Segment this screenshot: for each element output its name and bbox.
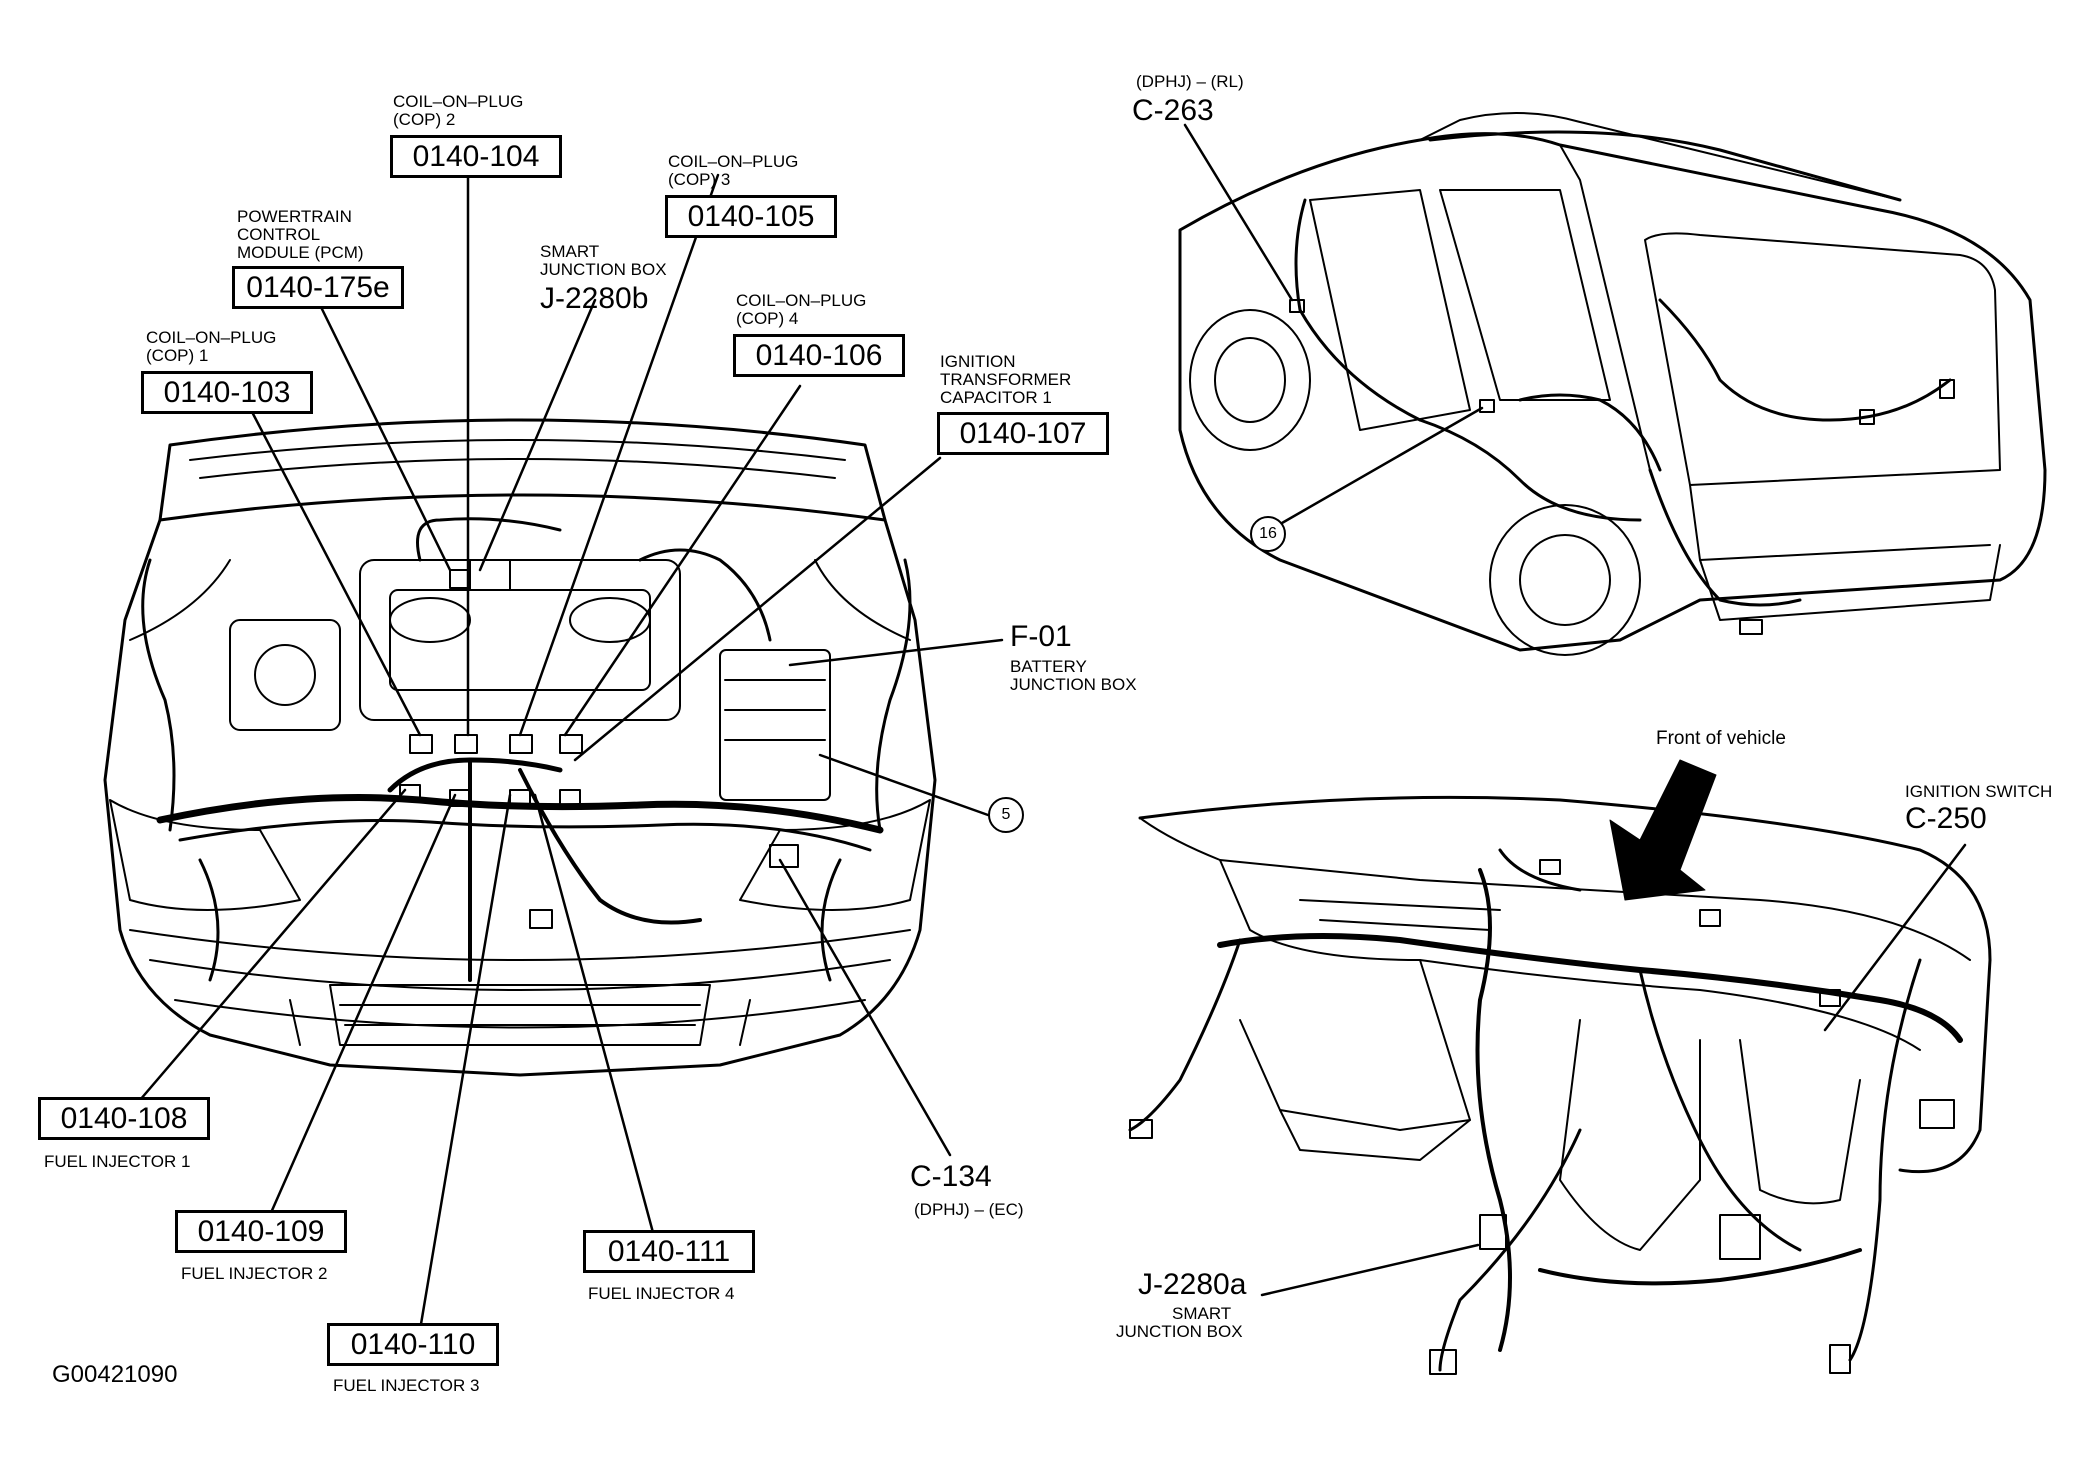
figure-id: G00421090 [52, 1361, 178, 1388]
cop4-title-line2: (COP) 4 [736, 309, 799, 328]
sjb-a-title-line1: SMART [1172, 1304, 1232, 1323]
leader-lines-rear [1183, 123, 1484, 525]
sjb-b-title-line1: SMART [540, 242, 600, 261]
fi1-code-box: 0140-108 [38, 1097, 210, 1140]
engine-bay-drawing [103, 418, 937, 1077]
cop4-code-box: 0140-106 [733, 334, 905, 377]
cop1-code-box: 0140-103 [141, 371, 313, 414]
c263-code: C-263 [1132, 94, 1214, 127]
cop4-title-line1: COIL–ON–PLUG [736, 291, 867, 310]
fi2-title: FUEL INJECTOR 2 [181, 1264, 328, 1283]
pcm-code-box: 0140-175e [232, 266, 404, 309]
fi3-code-box: 0140-110 [327, 1323, 499, 1366]
cop2-title-line2: (COP) 2 [393, 110, 456, 129]
itc-title-line3: CAPACITOR 1 [940, 388, 1052, 407]
sjb-a-title-line2: JUNCTION BOX [1116, 1322, 1243, 1341]
bjb-code: F-01 [1010, 620, 1072, 653]
callout-16: 16 [1250, 516, 1286, 552]
fi3-title: FUEL INJECTOR 3 [333, 1376, 480, 1395]
cop3-title-line2: (COP) 3 [668, 170, 731, 189]
sjb-b-code: J-2280b [540, 282, 649, 315]
pcm-title-line2: CONTROL [237, 225, 321, 244]
cop2-code-box: 0140-104 [390, 135, 562, 178]
itc-code-box: 0140-107 [937, 412, 1109, 455]
cop1-title-line2: (COP) 1 [146, 346, 209, 365]
fi1-title: FUEL INJECTOR 1 [44, 1152, 191, 1171]
fi4-code-box: 0140-111 [583, 1230, 755, 1273]
ign-title: IGNITION SWITCH [1905, 782, 2053, 801]
leader-lines-panel [1260, 843, 1967, 1297]
ign-code: C-250 [1905, 802, 1987, 835]
itc-title-line1: IGNITION [940, 352, 1016, 371]
rear-vehicle-drawing [1178, 112, 2047, 656]
itc-title-line2: TRANSFORMER [940, 370, 1072, 389]
c263-sub: (DPHJ) – (RL) [1136, 72, 1244, 91]
front-of-vehicle-label: Front of vehicle [1656, 728, 1786, 749]
pcm-title-line1: POWERTRAIN [237, 207, 352, 226]
cop1-title-line1: COIL–ON–PLUG [146, 328, 277, 347]
callout-5: 5 [988, 797, 1024, 833]
bjb-title-line2: JUNCTION BOX [1010, 675, 1137, 694]
c134-code: C-134 [910, 1160, 992, 1193]
sjb-a-code: J-2280a [1138, 1268, 1247, 1301]
pcm-title-line3: MODULE (PCM) [237, 243, 364, 262]
sjb-b-title-line2: JUNCTION BOX [540, 260, 667, 279]
cop2-title-line1: COIL–ON–PLUG [393, 92, 524, 111]
cop3-title-line1: COIL–ON–PLUG [668, 152, 799, 171]
cop3-code-box: 0140-105 [665, 195, 837, 238]
c134-sub: (DPHJ) – (EC) [914, 1200, 1024, 1219]
bjb-title-line1: BATTERY [1010, 657, 1087, 676]
leader-lines-engine [138, 173, 1004, 1332]
instrument-panel-drawing [1128, 759, 1992, 1375]
fi4-title: FUEL INJECTOR 4 [588, 1284, 735, 1303]
fi2-code-box: 0140-109 [175, 1210, 347, 1253]
